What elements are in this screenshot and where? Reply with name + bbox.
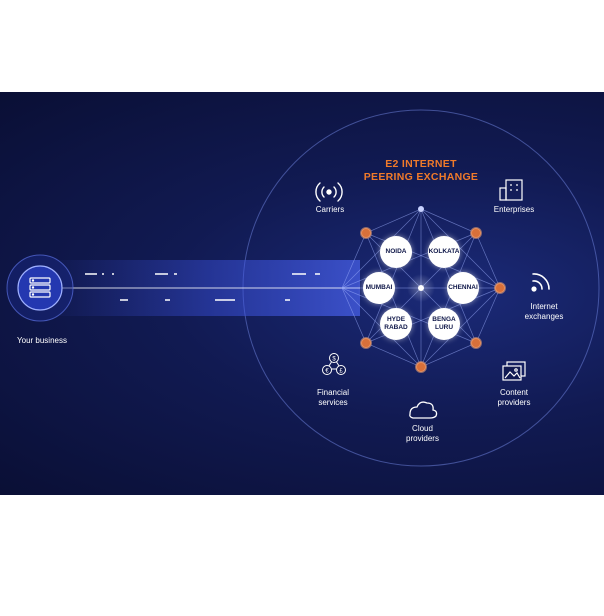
city-node-chennai: CHENNAI [447,272,479,304]
rss-icon [531,273,550,292]
pound-glyph: £ [339,369,343,375]
node-enterprises [470,227,482,239]
title-line-1: E2 INTERNET [385,158,457,170]
building-icon [499,179,523,201]
node-financial [360,337,372,349]
label-content-providers: Content providers [497,388,531,407]
node-carriers [360,227,372,239]
label-cloud-providers: Cloud providers [406,424,439,443]
city-node-noida: NOIDA [380,236,412,268]
label-your-business: Your business [17,336,67,345]
title-line-2: PEERING EXCHANGE [363,171,479,183]
currency-network-icon: $ € £ [322,353,346,375]
exchange-title: E2 INTERNET PEERING EXCHANGE [355,158,487,184]
broadcast-icon [315,182,343,202]
hub-center [418,285,424,291]
label-enterprises: Enterprises [493,205,535,214]
node-cloud [415,361,427,373]
city-node-bengaluru: BENGA LURU [428,308,460,340]
dollar-glyph: $ [332,357,336,363]
cloud-icon [409,401,438,419]
city-node-hyderabad: HYDE RABAD [380,308,412,340]
label-carriers: Carriers [315,205,345,214]
euro-glyph: € [325,369,329,375]
outer-nodes [360,206,506,373]
beam-dashes [85,273,320,301]
diagram-graphics: $ € £ [6,109,600,467]
business-inner-ring [17,265,63,311]
node-content-providers [470,337,482,349]
server-icon [29,277,51,298]
node-internet-exchanges [494,282,506,294]
diagram-panel: $ € £ E2 INTERNET PEERING EXCHANGE NOIDA… [0,92,604,495]
city-node-mumbai: MUMBAI [363,272,395,304]
label-internet-exchanges: Internet exchanges [524,302,564,321]
city-node-kolkata: KOLKATA [428,236,460,268]
label-financial-services: Financial services [316,388,349,407]
image-gallery-icon [502,361,526,381]
